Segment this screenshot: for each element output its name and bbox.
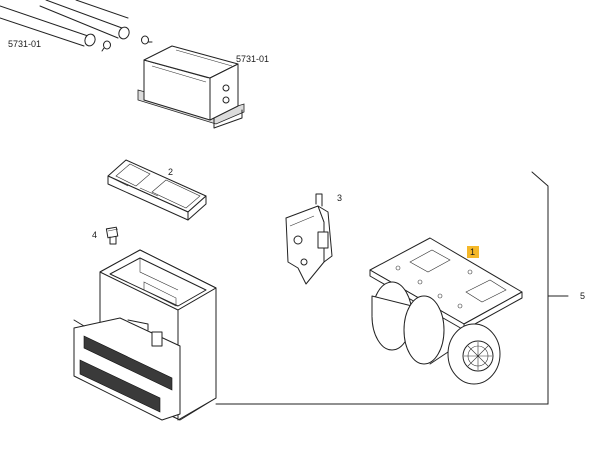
heater-core (137, 45, 245, 129)
item-label-1: 1 (470, 247, 475, 257)
reference-label-left: 5731-01 (8, 39, 41, 49)
item-1-highlight-marker (467, 246, 479, 258)
hose-clamp-left (101, 40, 111, 52)
reference-label-right: 5731-01 (236, 54, 269, 64)
connector-part (105, 226, 119, 245)
hose-clamp-right (141, 35, 153, 45)
blower-unit (369, 237, 523, 385)
item-label-5: 5 (580, 291, 585, 301)
heater-housing (73, 249, 549, 421)
mounting-bracket (285, 193, 333, 285)
item-5-leader-line (531, 171, 569, 405)
filter-element (107, 159, 207, 221)
item-label-3: 3 (337, 193, 342, 203)
item-label-4: 4 (92, 230, 97, 240)
item-label-2: 2 (168, 167, 173, 177)
hoses (0, 0, 130, 47)
